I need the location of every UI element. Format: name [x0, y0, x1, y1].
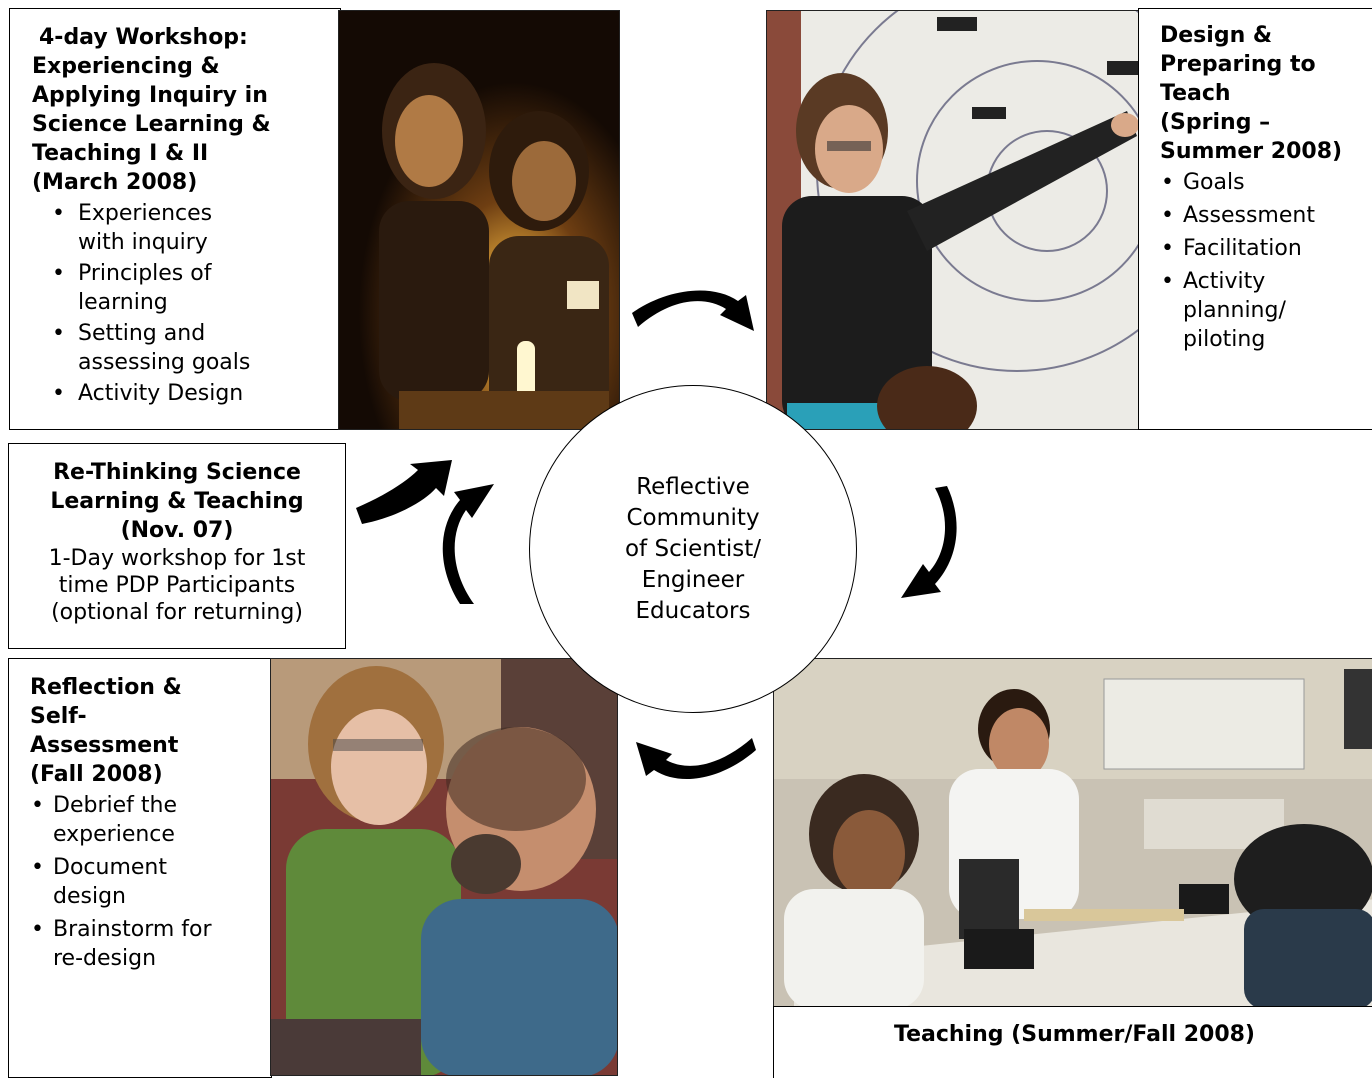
workshop-title-line: Experiencing &	[32, 54, 220, 79]
center-line: Reflective	[636, 473, 750, 500]
workshop-title-line: Science Learning &	[32, 112, 271, 137]
arrow-design-to-teaching	[901, 486, 957, 598]
design-title-line: Teach	[1160, 81, 1231, 106]
list-item: Principles of learning	[32, 259, 262, 317]
reflection-title-line: Assessment	[30, 733, 179, 758]
list-item: Brainstorm for re-design	[30, 915, 240, 973]
reflection-title-line: (Fall 2008)	[30, 762, 163, 787]
rethinking-title: Re-Thinking Science Learning & Teaching …	[13, 458, 341, 545]
reflection-list: Debrief the experience Document design B…	[30, 791, 240, 973]
center-line: Educators	[635, 597, 751, 624]
design-list: Goals Assessment Facilitation Activity p…	[1160, 168, 1360, 354]
teaching-caption-box: Teaching (Summer/Fall 2008)	[773, 1006, 1372, 1078]
reflection-title-line: Reflection &	[30, 675, 182, 700]
rethinking-box: Re-Thinking Science Learning & Teaching …	[8, 443, 346, 649]
workshop-title: 4-day Workshop:	[32, 23, 330, 52]
center-line: Engineer	[641, 566, 745, 593]
rethinking-title-line: (Nov. 07)	[120, 518, 234, 543]
workshop-list: Experiences with inquiry Principles of l…	[32, 199, 262, 408]
reflection-photo	[270, 658, 618, 1076]
list-item: Activity planning/ piloting	[1160, 267, 1303, 354]
design-photo-image	[767, 11, 1139, 429]
rethinking-title-line: Re-Thinking Science	[53, 460, 301, 485]
list-item: Assessment	[1160, 201, 1360, 230]
arrow-rethinking-to-workshop	[356, 460, 452, 524]
reflection-title-line: Self-	[30, 704, 87, 729]
list-item: Debrief the experience	[30, 791, 198, 849]
reflection-title: Reflection & Self- Assessment (Fall 2008…	[30, 673, 271, 789]
design-box: Design & Preparing to Teach (Spring – Su…	[1138, 8, 1372, 430]
teaching-photo	[773, 658, 1372, 1008]
list-item: Experiences with inquiry	[32, 199, 262, 257]
arrow-reflection-to-rethinking	[442, 484, 494, 604]
center-circle: Reflective Community of Scientist/ Engin…	[529, 385, 857, 713]
design-title-line: Summer 2008)	[1160, 139, 1343, 164]
workshop-title-line: (March 2008)	[32, 170, 198, 195]
rethinking-body-line: time PDP Participants	[58, 573, 296, 598]
workshop-box: 4-day Workshop: Experiencing & Applying …	[9, 8, 341, 430]
center-line: Community	[626, 504, 760, 531]
design-title: Design & Preparing to Teach (Spring – Su…	[1160, 21, 1372, 166]
workshop-photo-image	[339, 11, 619, 429]
design-photo	[766, 10, 1140, 430]
rethinking-body: 1-Day workshop for 1st time PDP Particip…	[13, 545, 341, 626]
workshop-title-rest: Experiencing & Applying Inquiry in Scien…	[32, 52, 330, 197]
reflection-box: Reflection & Self- Assessment (Fall 2008…	[8, 658, 272, 1078]
workshop-title-line: Teaching I & II	[32, 141, 209, 166]
rethinking-body-line: 1-Day workshop for 1st	[48, 546, 306, 571]
design-title-line: (Spring –	[1160, 110, 1271, 135]
teaching-caption: Teaching (Summer/Fall 2008)	[894, 1022, 1255, 1047]
list-item: Setting and assessing goals	[32, 319, 262, 377]
list-item: Goals	[1160, 168, 1360, 197]
teaching-photo-image	[774, 659, 1372, 1007]
arrow-workshop-to-design	[632, 290, 754, 331]
workshop-title-line: 4-day Workshop:	[39, 25, 248, 50]
workshop-photo	[338, 10, 620, 430]
list-item: Facilitation	[1160, 234, 1360, 263]
list-item: Activity Design	[32, 379, 262, 408]
design-title-line: Preparing to	[1160, 52, 1316, 77]
list-item: Document design	[30, 853, 198, 911]
workshop-title-line: Applying Inquiry in	[32, 83, 268, 108]
design-title-line: Design &	[1160, 23, 1273, 48]
rethinking-body-line: (optional for returning)	[51, 600, 303, 625]
reflection-photo-image	[271, 659, 617, 1075]
center-label: Reflective Community of Scientist/ Engin…	[598, 472, 788, 627]
arrow-teaching-to-reflection	[636, 738, 756, 780]
center-line: of Scientist/	[624, 535, 761, 562]
rethinking-title-line: Learning & Teaching	[50, 489, 304, 514]
